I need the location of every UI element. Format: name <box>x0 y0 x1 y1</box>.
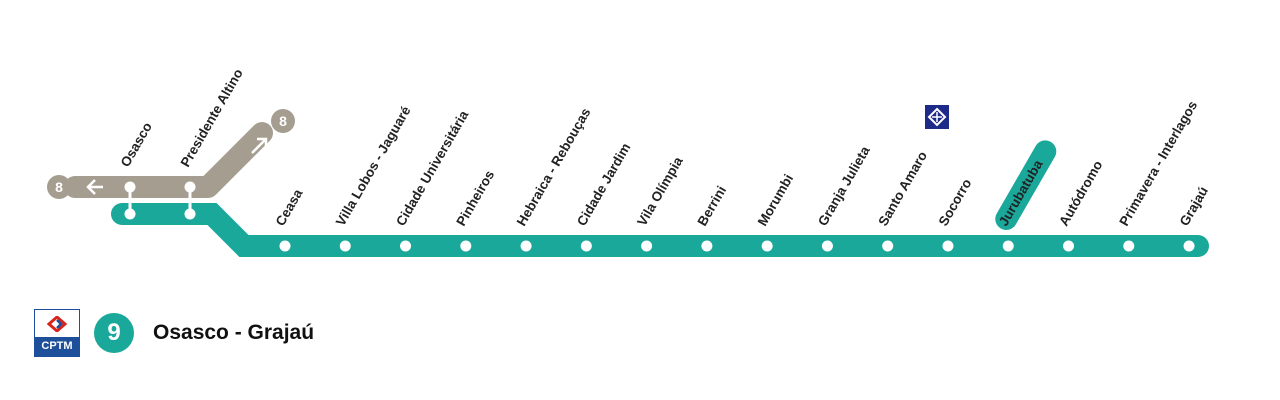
line-8-track: 8 8 <box>47 109 295 199</box>
line-9-track <box>111 203 1209 257</box>
station-dot <box>184 181 196 193</box>
station-dot <box>942 240 954 252</box>
station-dot <box>580 240 592 252</box>
station-dot <box>641 240 653 252</box>
station-villa-lobos-jaguar-[interactable]: Villa Lobos - Jaguaré <box>333 103 414 252</box>
station-hebraica-rebou-as[interactable]: Hebraica - Rebouças <box>514 105 594 252</box>
arrow-up-right-icon <box>251 137 268 154</box>
station-dot <box>761 240 773 252</box>
station-label: Vila Olímpia <box>634 154 686 229</box>
line-8-badge-left: 8 <box>47 175 71 199</box>
station-dot <box>124 208 136 220</box>
station-dot <box>460 240 472 252</box>
metro-icon <box>925 105 949 129</box>
station-jurubatuba[interactable]: Jurubatuba <box>991 136 1060 252</box>
station-label: Jurubatuba <box>996 157 1046 229</box>
station-dot <box>1002 240 1014 252</box>
station-label: Socorro <box>936 176 975 228</box>
station-label: Autódromo <box>1056 158 1105 228</box>
station-dot <box>520 240 532 252</box>
station-dot <box>124 181 136 193</box>
cptm-logo: CPTM <box>34 309 80 357</box>
station-label: Santo Amaro <box>875 149 930 229</box>
station-label: Berrini <box>694 183 729 228</box>
station-label: Cidade Jardim <box>574 140 634 228</box>
station-dot <box>1123 240 1135 252</box>
line-number-badge: 9 <box>94 313 134 353</box>
station-label: Granja Julieta <box>815 143 873 228</box>
station-label: Grajaú <box>1177 184 1211 229</box>
station-label: Ceasa <box>273 186 306 228</box>
station-dot <box>821 240 833 252</box>
station-cidade-jardim[interactable]: Cidade Jardim <box>574 140 634 252</box>
station-dot <box>339 240 351 252</box>
station-dot <box>1183 240 1195 252</box>
svg-text:8: 8 <box>279 113 287 129</box>
station-dot <box>882 240 894 252</box>
station-dot <box>279 240 291 252</box>
svg-text:8: 8 <box>55 179 63 195</box>
station-dot <box>701 240 713 252</box>
station-label: Pinheiros <box>453 168 497 229</box>
highlight-pill <box>995 140 1057 230</box>
station-cidade-universit-ria[interactable]: Cidade Universitária <box>393 108 472 252</box>
station-label: Osasco <box>118 120 155 170</box>
line-title: Osasco - Grajaú <box>153 321 315 344</box>
line-8-badge-right: 8 <box>271 109 295 133</box>
legend: CPTM 9 Osasco - Grajaú <box>34 309 314 357</box>
arrow-left-icon <box>86 179 103 195</box>
station-dot <box>184 208 196 220</box>
station-dot <box>1063 240 1075 252</box>
station-label: Morumbi <box>755 172 796 229</box>
station-dot <box>400 240 412 252</box>
